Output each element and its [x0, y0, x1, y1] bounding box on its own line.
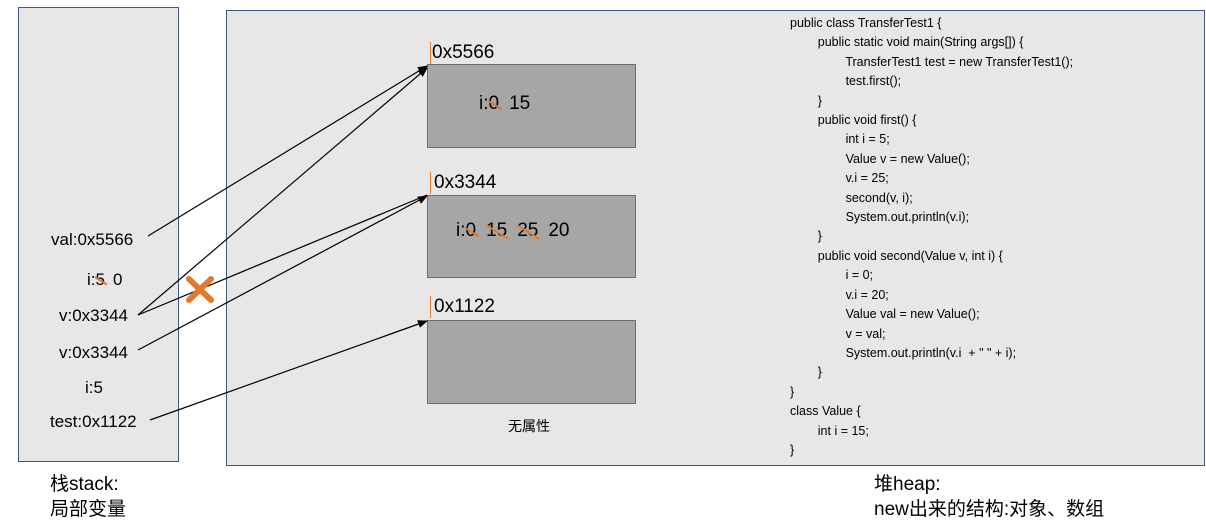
object-0x5566-fields: i:0 15	[479, 93, 530, 115]
stack-var-val: val:0x5566	[51, 230, 134, 249]
arrow-v-first-to-0x3344	[137, 195, 428, 351]
stack-var-v-first: v:0x3344	[59, 343, 128, 362]
heap-object-0x5566	[427, 64, 636, 148]
heap-panel	[226, 10, 1205, 466]
code-line: }	[790, 93, 822, 108]
stack-caption: 栈stack: 局部变量	[50, 472, 126, 522]
code-line: class Value {	[790, 404, 861, 419]
stack-var-v-second: v:0x3344	[59, 306, 128, 325]
field-current-value: 20	[548, 220, 570, 241]
field-old-value: 15	[486, 220, 508, 241]
code-line: System.out.println(v.i + " " + i);	[790, 345, 1017, 360]
arrow-test-to-0x1122	[149, 320, 428, 421]
code-line: public class TransferTest1 {	[790, 16, 942, 30]
field-label: i:	[456, 220, 466, 241]
stack-var-i-new-value: 0	[112, 270, 123, 289]
object-0x3344-fields: i:0 15 25 20	[456, 220, 570, 242]
code-line: test.first();	[790, 74, 902, 89]
code-listing: public class TransferTest1 { public stat…	[790, 14, 1073, 460]
heap-caption-subtitle: new出来的结构:对象、数组	[874, 499, 1105, 520]
code-line: }	[790, 365, 822, 380]
heap-address-0x1122: 0x1122	[434, 296, 495, 317]
stack-caption-title: 栈stack:	[50, 474, 119, 495]
address-marker	[430, 296, 431, 318]
stack-var-i-main: i:5	[85, 378, 103, 397]
code-line: v.i = 20;	[790, 287, 889, 302]
code-line: v.i = 25;	[790, 171, 889, 186]
code-line: }	[790, 384, 795, 399]
code-line: }	[790, 229, 822, 244]
code-line: i = 0;	[790, 268, 874, 283]
arrow-v-second-to-0x3344-cut	[137, 194, 428, 316]
code-line: TransferTest1 test = new TransferTest1()…	[790, 54, 1074, 69]
code-line: int i = 5;	[790, 132, 890, 147]
field-label: i:	[479, 93, 489, 114]
field-old-value: 0	[488, 93, 500, 114]
field-old-value: 0	[465, 220, 477, 241]
address-marker	[430, 42, 431, 64]
code-line: Value val = new Value();	[790, 307, 980, 322]
stack-var-i-old-value: 5	[95, 270, 105, 289]
code-line: System.out.println(v.i);	[790, 210, 969, 225]
code-line: int i = 15;	[790, 423, 869, 438]
reference-broken-x-icon	[186, 276, 214, 303]
heap-caption-title: 堆heap:	[874, 474, 941, 495]
code-line: Value v = new Value();	[790, 151, 970, 166]
stack-var-test: test:0x1122	[50, 412, 137, 431]
heap-object-0x1122	[427, 320, 636, 404]
code-line: public void first() {	[790, 113, 917, 128]
heap-address-0x5566: 0x5566	[432, 42, 495, 63]
field-old-value: 25	[517, 220, 539, 241]
code-line: second(v, i);	[790, 190, 913, 205]
stack-var-i-prefix: i:	[87, 270, 96, 289]
field-current-value: 15	[509, 93, 531, 114]
arrow-v-second-to-0x5566	[137, 67, 428, 316]
code-line: public void second(Value v, int i) {	[790, 248, 1003, 263]
no-attribute-label: 无属性	[508, 418, 550, 434]
arrow-val-to-0x5566	[147, 65, 428, 237]
heap-caption: 堆heap: new出来的结构:对象、数组	[874, 472, 1104, 522]
code-line: v = val;	[790, 326, 886, 341]
code-line: }	[790, 442, 795, 457]
code-line: public static void main(String args[]) {	[790, 35, 1024, 50]
stack-caption-subtitle: 局部变量	[50, 499, 127, 520]
heap-address-0x3344: 0x3344	[434, 172, 497, 193]
address-marker	[430, 172, 431, 194]
